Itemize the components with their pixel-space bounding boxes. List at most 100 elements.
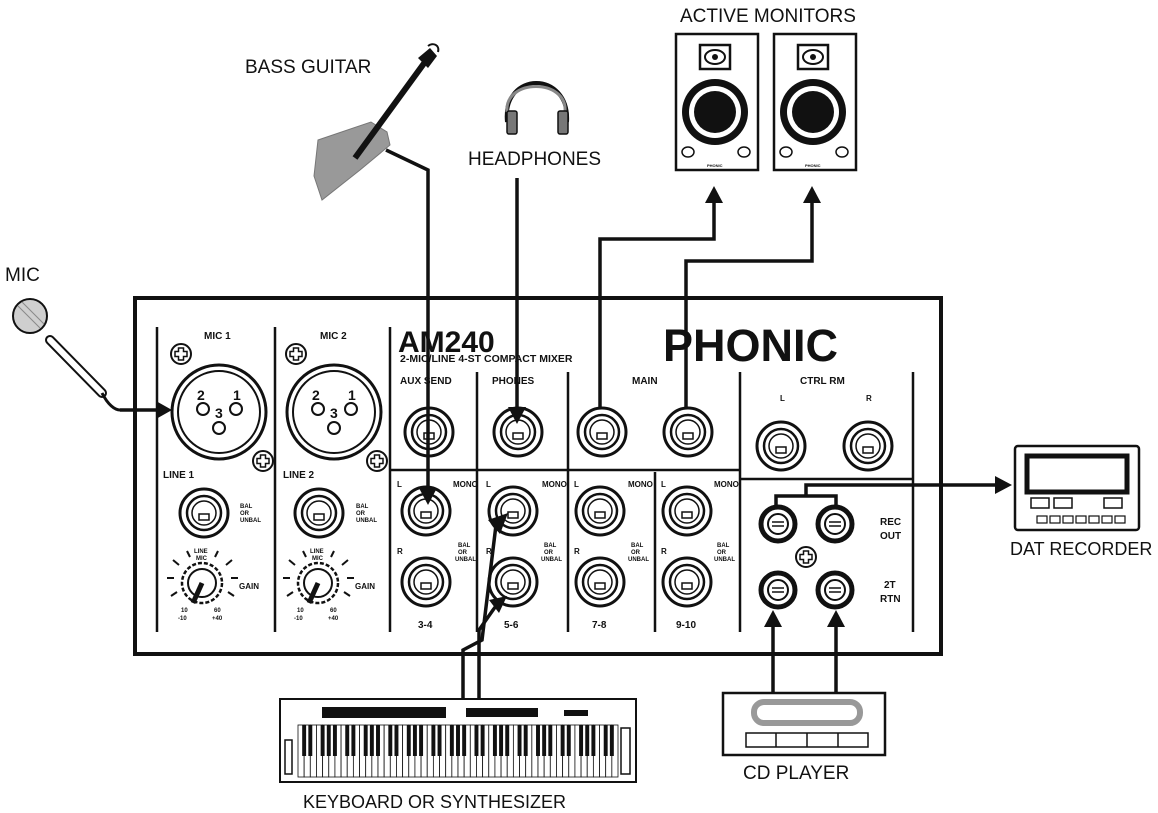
keyboard-black-key	[456, 725, 460, 756]
gain2-mic-text: MIC	[312, 556, 324, 562]
rtn-label: RTN	[880, 594, 901, 605]
gain1-label: GAIN	[239, 582, 259, 591]
keyboard-black-key	[406, 725, 411, 756]
mic1-xlr-input[interactable]: 2 1 3	[170, 363, 268, 461]
ch78-right-jack[interactable]	[574, 556, 626, 608]
bass-guitar-label: BASS GUITAR	[245, 57, 371, 78]
two-track-return-right-jack[interactable]	[818, 573, 852, 607]
mic1-mount-screw-top	[170, 343, 192, 365]
arrow-cd-left-to-rtn	[764, 610, 782, 627]
rec-label: REC	[880, 517, 901, 528]
ch78-mono-label: MONO	[628, 480, 653, 489]
keyboard-black-key	[585, 725, 590, 756]
keyboard-black-key	[326, 725, 331, 756]
cable-main-right-to-monitor	[684, 200, 814, 408]
mic1-pin-2: 2	[197, 387, 205, 403]
arrow-mic-to-mic1	[156, 401, 172, 419]
mixer-model: AM240	[398, 326, 495, 359]
ch910-label: 9-10	[676, 620, 696, 631]
keyboard-black-key	[603, 725, 608, 756]
keyboard-black-key	[351, 725, 356, 756]
ch910-left-jack[interactable]	[661, 485, 713, 537]
keyboard-black-key	[437, 725, 442, 756]
keyboard-black-key	[369, 725, 374, 756]
keyboard-black-key	[449, 725, 454, 756]
keyboard-black-key	[332, 725, 337, 756]
keyboard-black-key	[566, 725, 571, 756]
ctrl-rm-left-jack[interactable]	[755, 420, 807, 472]
active-monitor-right-icon: PHONIC	[772, 32, 858, 172]
keyboard-label: KEYBOARD OR SYNTHESIZER	[303, 792, 566, 812]
gain1-knob[interactable]	[167, 550, 238, 605]
line2-unbal-text: UNBAL	[356, 518, 377, 524]
mic2-mount-screw-bottom	[366, 450, 388, 472]
ch78-left-jack[interactable]	[574, 485, 626, 537]
gain2-label: GAIN	[355, 582, 375, 591]
ch34-label: 3-4	[418, 620, 433, 631]
cd-player-icon	[721, 691, 887, 757]
keyboard-black-key	[388, 725, 393, 756]
cable-rec-out-to-dat	[804, 483, 996, 496]
ch910-right-jack[interactable]	[661, 556, 713, 608]
ch34-unbal-text: UNBAL	[455, 557, 476, 563]
line1-or-text: OR	[240, 511, 250, 517]
line1-bal-text: BAL	[240, 504, 253, 510]
ch78-right-label: R	[574, 547, 580, 556]
mixer-subtitle: 2-MIC/LINE 4-ST COMPACT MIXER	[400, 353, 573, 365]
cable-bass-to-ch34	[385, 148, 430, 490]
keyboard-black-key	[345, 725, 350, 756]
arrow-keyboard-left-to-ch56	[488, 513, 508, 534]
rec-out-right-jack[interactable]	[818, 507, 852, 541]
dat-recorder-label: DAT RECORDER	[1010, 539, 1152, 559]
mic2-mount-screw-top	[285, 343, 307, 365]
two-t-label: 2T	[884, 580, 896, 591]
cables	[120, 148, 1012, 698]
line1-label: LINE 1	[163, 470, 195, 481]
rec-out-left-jack[interactable]	[761, 507, 795, 541]
arrow-main-right-to-monitor	[803, 186, 821, 203]
line2-jack[interactable]	[293, 487, 345, 539]
line1-jack[interactable]	[178, 487, 230, 539]
mic2-pin-3: 3	[330, 405, 338, 421]
ch910-right-label: R	[661, 547, 667, 556]
gain2-knob[interactable]	[283, 550, 354, 605]
keyboard-black-key	[302, 725, 307, 756]
bass-guitar-icon	[313, 43, 440, 201]
ch910-mono-label: MONO	[714, 480, 739, 489]
gain1-line-text: LINE	[194, 549, 208, 555]
gain2-scale-p40: +40	[328, 616, 339, 622]
main-left-jack[interactable]	[576, 406, 628, 458]
ch34-or-text: OR	[458, 550, 468, 556]
two-track-return-left-jack[interactable]	[761, 573, 795, 607]
gain1-mic-text: MIC	[196, 556, 208, 562]
ch56-label: 5-6	[504, 620, 519, 631]
ch34-right-jack[interactable]	[400, 556, 452, 608]
arrow-keyboard-right-to-ch56	[489, 596, 507, 613]
ch78-left-label: L	[574, 480, 579, 489]
mic2-label: MIC 2	[320, 331, 347, 342]
mic2-xlr-input[interactable]: 2 1 3	[285, 363, 383, 461]
keyboard-black-key	[394, 725, 399, 756]
keyboard-black-key	[308, 725, 313, 756]
keyboard-black-key	[517, 725, 522, 756]
ch34-left-label: L	[397, 480, 402, 489]
gain1-scale-10: 10	[181, 608, 188, 614]
gain1-scale-m10: -10	[178, 616, 187, 622]
gain2-scale-m10: -10	[294, 616, 303, 622]
ctrl-rm-right-jack[interactable]	[842, 420, 894, 472]
keyboard-black-key	[499, 725, 504, 756]
main-right-jack[interactable]	[662, 406, 714, 458]
active-monitor-left-icon: PHONIC	[674, 32, 760, 172]
mic1-mount-screw-bottom	[252, 450, 274, 472]
arrow-main-left-to-monitor	[705, 186, 723, 203]
ch910-left-label: L	[661, 480, 666, 489]
mic2-pin-1: 1	[348, 387, 356, 403]
active-monitors-label: ACTIVE MONITORS	[680, 6, 856, 27]
gain1-scale-60: 60	[214, 608, 221, 614]
keyboard-black-key	[579, 725, 584, 756]
keyboard-black-key	[419, 725, 424, 756]
dat-recorder-icon	[1013, 444, 1141, 532]
mixer-panel: AM240 2-MIC/LINE 4-ST COMPACT MIXER PHON…	[133, 296, 943, 656]
ch910-bal-text: BAL	[717, 543, 730, 549]
